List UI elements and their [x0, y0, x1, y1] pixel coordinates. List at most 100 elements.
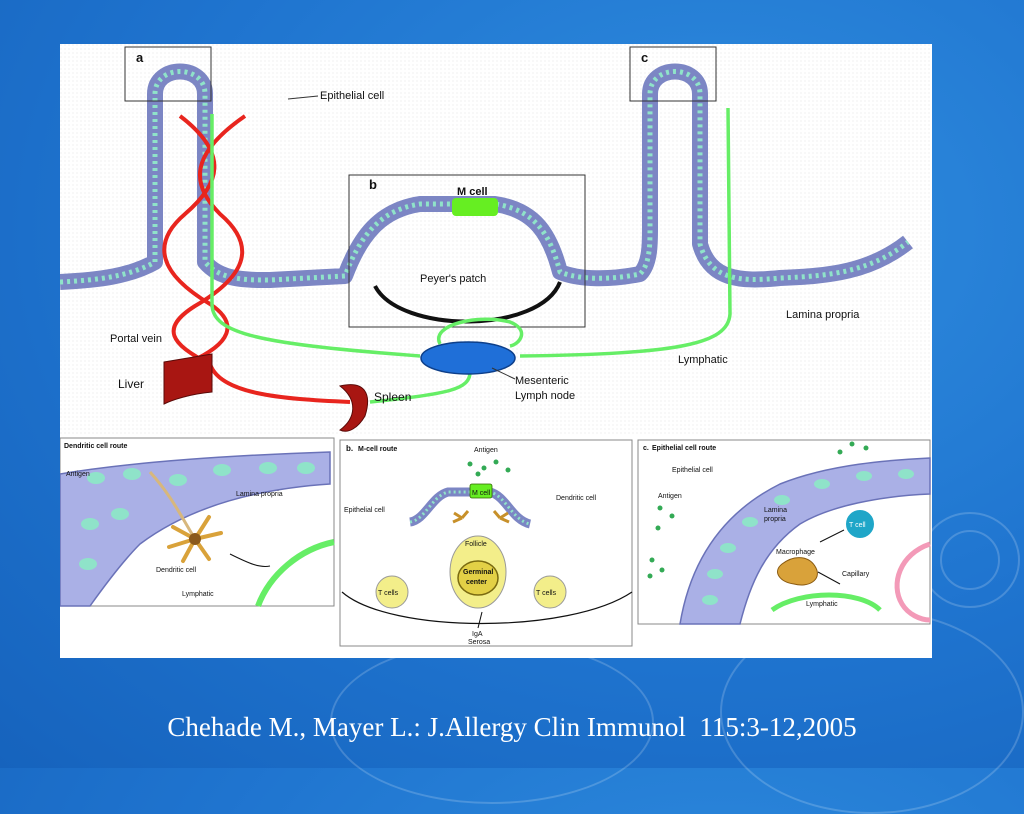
arrow	[819, 529, 845, 543]
background-ripple	[920, 512, 1020, 608]
epithelium-nuclei	[409, 490, 531, 526]
lymph-node-label: Lymph node	[515, 390, 575, 402]
nucleus	[87, 472, 105, 484]
epithelium-block	[679, 457, 931, 625]
panel-c-letter: c.	[643, 445, 649, 452]
nucleus	[898, 469, 914, 479]
dendritic-cell	[452, 510, 470, 524]
lymphatic-vessel	[369, 371, 472, 404]
panel-b-center: center	[466, 579, 487, 586]
serosa-line	[341, 591, 633, 625]
marker-c: c	[641, 50, 648, 65]
macrophage	[777, 557, 818, 586]
liver-label: Liver	[118, 377, 144, 391]
nucleus	[707, 569, 723, 579]
m-cell-label: M cell	[457, 186, 488, 198]
panel-c-lamina-2: propria	[764, 516, 786, 523]
t-cell	[844, 508, 876, 540]
panel-c-epithelial-cell: Epithelial cell	[672, 467, 713, 474]
antigen-dot	[649, 557, 655, 563]
marker-box-a	[124, 46, 212, 102]
panel-c-lymphatic: Lymphatic	[806, 601, 838, 608]
panel-b-m-cell-route: b. M-cell route Antigen M cell Dendritic…	[339, 439, 633, 647]
antigen-dot	[647, 573, 653, 579]
blood-vessel	[208, 363, 351, 404]
antigen-dot	[837, 449, 843, 455]
t-cells-right	[533, 575, 567, 609]
nucleus	[111, 508, 129, 520]
nucleus	[702, 595, 718, 605]
intestine-diagram: a c b M cell Peyer's patch Epithelial ce…	[60, 44, 932, 647]
lymphatic-vessel	[519, 107, 732, 358]
mesenteric-label: Mesenteric	[515, 375, 569, 387]
lymphatic-vessel	[770, 592, 882, 613]
epithelium-block	[60, 451, 331, 607]
panel-a-title: Dendritic cell route	[64, 443, 128, 450]
marker-b: b	[369, 177, 377, 192]
arrow	[477, 611, 483, 629]
liver	[163, 353, 213, 405]
epithelium-nuclei	[60, 69, 910, 285]
nucleus	[123, 468, 141, 480]
nucleus	[213, 464, 231, 476]
nucleus	[774, 495, 790, 505]
lymphatic-vessel	[255, 539, 335, 608]
nucleus	[856, 471, 872, 481]
panel-b-antigen: Antigen	[474, 447, 498, 454]
leader-line	[491, 367, 516, 380]
blood-vessel	[171, 114, 247, 366]
peyers-patch-label: Peyer's patch	[420, 273, 486, 285]
antigen-dot	[863, 445, 869, 451]
antigen-dot	[657, 505, 663, 511]
dendrite	[148, 470, 197, 540]
panel-a-dendritic-cell: Dendritic cell	[156, 567, 197, 574]
panel-c-macrophage: Macrophage	[776, 549, 815, 556]
panel-b-letter: b.	[346, 444, 353, 453]
spleen	[338, 384, 369, 432]
germinal-center	[457, 560, 499, 596]
marker-box-b	[348, 174, 586, 328]
nucleus	[81, 518, 99, 530]
antigen-dot	[481, 465, 487, 471]
nucleus	[79, 558, 97, 570]
panel-a-antigen: Antigen	[66, 471, 90, 478]
nucleus	[720, 543, 736, 553]
antigen-dot	[493, 459, 499, 465]
antigen-dot	[849, 441, 855, 447]
panel-b-t-cells-right: T cells	[536, 590, 557, 597]
arrow	[817, 571, 841, 585]
panel-b-title: M-cell route	[358, 446, 397, 453]
m-cell	[469, 483, 493, 499]
portal-vein-label: Portal vein	[110, 333, 162, 345]
lymphatic-vessel	[210, 114, 421, 358]
panel-a-lymphatic: Lymphatic	[182, 591, 214, 598]
figure-panel: a c b M cell Peyer's patch Epithelial ce…	[60, 44, 932, 658]
panel-a-dendritic-route: Dendritic cell route Antigen Lamina prop…	[60, 437, 335, 608]
antigen-dot	[475, 471, 481, 477]
lymphatic-vessel	[437, 317, 524, 348]
nucleus	[297, 462, 315, 474]
panel-c-capillary: Capillary	[842, 571, 870, 578]
m-cell	[452, 198, 498, 216]
spleen-label: Spleen	[374, 390, 411, 404]
panel-c-epithelial-route: c. Epithelial cell route Epithelial cell…	[637, 439, 931, 625]
panel-b-serosa: Serosa	[468, 639, 490, 646]
antigen-dot	[467, 461, 473, 467]
antigen-dot	[505, 467, 511, 473]
nucleus	[742, 517, 758, 527]
panel-a-lamina-propria: Lamina propria	[236, 491, 283, 498]
panel-b-m-cell: M cell	[472, 490, 491, 497]
panel-b-dendritic-cell: Dendritic cell	[556, 495, 597, 502]
epithelial-cell-label: Epithelial cell	[320, 90, 384, 102]
lymphatic-label: Lymphatic	[678, 354, 728, 366]
panel-b-follicle: Follicle	[465, 541, 487, 548]
arrow	[229, 553, 271, 567]
panel-c-title: Epithelial cell route	[652, 445, 716, 452]
mesenteric-lymph-node	[420, 341, 516, 375]
dendritic-cell	[492, 510, 510, 524]
dendritic-cell-nucleus	[189, 533, 201, 545]
nucleus	[169, 474, 187, 486]
panel-b-germinal: Germinal	[463, 569, 493, 576]
marker-box-c	[629, 46, 717, 102]
lamina-propria-label: Lamina propria	[786, 309, 860, 321]
